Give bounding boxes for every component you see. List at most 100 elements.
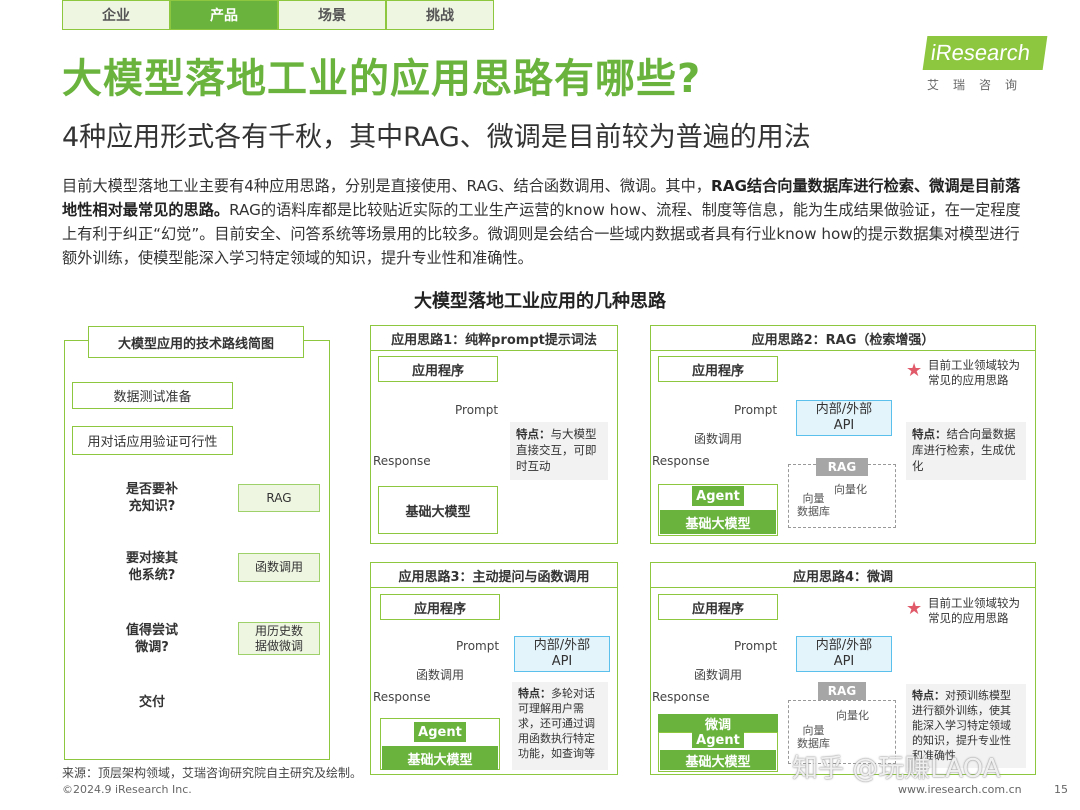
a2-api-l2: API (833, 418, 855, 433)
website: www.iresearch.com.cn (898, 783, 1022, 796)
step-data-prep: 数据测试准备 (72, 382, 233, 409)
a4-model: 基础大模型 (660, 750, 776, 770)
side-function-call: 函数调用 (238, 553, 320, 582)
a3-feature: 特点：多轮对话可理解用户需求，还可通过调用函数执行特定功能，如查询等 (512, 682, 608, 770)
side-ft-l2: 据做微调 (254, 638, 303, 653)
a1-app: 应用程序 (378, 356, 498, 382)
a4-vdb-l2: 数据库 (797, 737, 830, 750)
a4-vdb: 向量数据库 (797, 724, 830, 750)
side-rag: RAG (238, 484, 320, 512)
a2-agent: Agent (692, 486, 744, 506)
end-deliver: 交付 (138, 695, 165, 710)
a1-prompt: Prompt (455, 403, 499, 417)
a3-response: Response (373, 690, 431, 704)
a1-response: Response (373, 454, 431, 468)
decision-systems: 要对接其他系统? (112, 550, 192, 584)
a4-vectorize: 向量化 (836, 709, 869, 722)
decision-systems-l2: 他系统? (128, 568, 176, 583)
decision-finetune: 值得尝试微调? (112, 622, 192, 656)
a3-prompt: Prompt (456, 639, 500, 653)
approach-4-title: 应用思路4：微调 (650, 562, 1036, 588)
a3-app: 应用程序 (380, 594, 500, 620)
a1-feature-label: 特点： (516, 427, 551, 441)
side-finetune-history: 用历史数据做微调 (238, 622, 320, 655)
watermark: 知乎 @玩赚LAOA (792, 754, 1001, 784)
side-ft-l1: 用历史数 (254, 623, 303, 638)
a4-rag-tag: RAG (818, 682, 866, 700)
decision-systems-l1: 要对接其 (125, 551, 178, 566)
a2-feature: 特点：结合向量数据库进行检索，生成优化 (906, 422, 1026, 480)
iresearch-logo: iResearch 艾瑞咨询 (922, 36, 1055, 96)
a2-note: 目前工业领域较为常见的应用思路 (928, 358, 1020, 388)
copyright: ©2024.9 iResearch Inc. (62, 783, 192, 796)
tab-challenge[interactable]: 挑战 (386, 0, 494, 30)
a1-feature: 特点：与大模型直接交互，可即时互动 (510, 422, 608, 480)
a4-api-l1: 内部/外部 (815, 638, 873, 653)
decision-knowledge-l2: 充知识? (128, 499, 176, 514)
diagram-title: 大模型落地工业应用的几种思路 (414, 291, 666, 312)
source-note: 来源：顶层架构领域，艾瑞咨询研究院自主研究及绘制。 (62, 766, 363, 780)
a3-func: 函数调用 (416, 668, 465, 682)
a2-vdb-l2: 数据库 (797, 505, 830, 518)
a2-star-icon: ★ (906, 360, 923, 381)
a2-note-l1: 目前工业领域较为 (928, 358, 1020, 372)
para-part-2: RAG的语料库都是比较贴近实际的工业生产运营的know how、流程、制度等信息… (62, 201, 1021, 267)
a2-vdb-l1: 向量 (802, 492, 825, 505)
decision-knowledge: 是否要补充知识? (112, 481, 192, 515)
approach-3-title: 应用思路3：主动提问与函数调用 (370, 562, 618, 588)
a4-feature-label: 特点： (912, 689, 945, 702)
a4-rag-frame (788, 700, 896, 764)
a4-vdb-l1: 向量 (802, 724, 825, 737)
a2-rag-tag: RAG (816, 458, 868, 476)
a4-response: Response (652, 690, 710, 704)
a2-app: 应用程序 (658, 356, 778, 382)
side-func-l1: 函数调用 (254, 560, 303, 574)
decision-finetune-l2: 微调? (135, 640, 169, 655)
page-title: 大模型落地工业的应用思路有哪些? (62, 56, 702, 102)
a4-note-l1: 目前工业领域较为 (928, 596, 1020, 610)
a4-app: 应用程序 (658, 594, 778, 620)
a3-feature-text: 多轮对话可理解用户需求，还可通过调用函数执行特定功能，如查询等 (518, 687, 595, 760)
a2-api-l1: 内部/外部 (815, 402, 873, 417)
logo-text: iResearch (922, 36, 1048, 70)
para-part-1: 目前大模型落地工业主要有4种应用思路，分别是直接使用、RAG、结合函数调用、微调… (62, 177, 711, 195)
a4-api-l2: API (833, 654, 855, 669)
a4-prompt: Prompt (734, 639, 778, 653)
a4-func: 函数调用 (694, 668, 743, 682)
a3-api-l2: API (551, 654, 573, 669)
tab-product[interactable]: 产品 (170, 0, 278, 30)
tab-scenario[interactable]: 场景 (278, 0, 386, 30)
a4-agent: Agent (692, 732, 744, 748)
decision-knowledge-l1: 是否要补 (125, 482, 178, 497)
page-subtitle: 4种应用形式各有千秋，其中RAG、微调是目前较为普遍的用法 (62, 122, 811, 153)
a3-agent: Agent (414, 722, 466, 742)
a2-response: Response (652, 454, 710, 468)
a2-vdb: 向量数据库 (797, 492, 830, 518)
a2-prompt: Prompt (734, 403, 778, 417)
a2-feature-label: 特点： (912, 427, 947, 441)
logo-subtext: 艾瑞咨询 (927, 78, 1032, 92)
a4-finetune: 微调 (658, 714, 778, 733)
a3-feature-label: 特点： (518, 687, 551, 700)
para-bold: RAG结合向量数据库进行检索、微调是目前落地性相对最常见的思路。 (62, 177, 1021, 219)
a2-func: 函数调用 (694, 432, 743, 446)
a4-star-icon: ★ (906, 598, 923, 619)
nav-tabs: 企业 产品 场景 挑战 (62, 0, 494, 30)
a4-note-l2: 常见的应用思路 (928, 611, 1009, 625)
approach-1-title: 应用思路1：纯粹prompt提示词法 (370, 325, 618, 351)
approach-2-title: 应用思路2：RAG（检索增强） (650, 325, 1036, 351)
page-number: 15 (1054, 783, 1068, 796)
a4-note: 目前工业领域较为常见的应用思路 (928, 596, 1020, 626)
a2-note-l2: 常见的应用思路 (928, 373, 1009, 387)
tab-enterprise[interactable]: 企业 (62, 0, 170, 30)
a2-vectorize: 向量化 (834, 483, 867, 496)
side-rag-l1: RAG (266, 490, 292, 505)
a4-feature-text: 对预训练模型进行额外训练，使其能深入学习特定领域的知识，提升专业性和准确性 (912, 689, 1011, 762)
decision-finetune-l1: 值得尝试 (125, 623, 178, 638)
a4-feature: 特点：对预训练模型进行额外训练，使其能深入学习特定领域的知识，提升专业性和准确性 (906, 684, 1026, 768)
roadmap-box (64, 340, 330, 760)
a2-model: 基础大模型 (660, 510, 776, 534)
